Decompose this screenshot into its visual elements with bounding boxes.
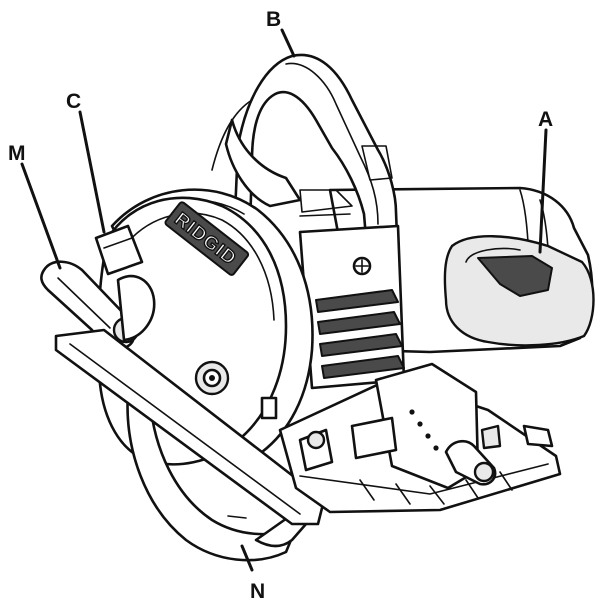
base-plate	[54, 328, 562, 526]
callout-labels: B A C M N	[8, 8, 553, 603]
leader-m	[20, 162, 62, 270]
leader-a	[538, 128, 548, 254]
depth-knob	[94, 224, 156, 342]
label-n: N	[250, 580, 265, 603]
leader-c	[78, 110, 106, 234]
label-b: B	[266, 8, 281, 31]
leader-n	[240, 544, 254, 572]
leader-b	[280, 28, 296, 58]
label-a: A	[538, 108, 553, 131]
gear-housing-fins	[298, 224, 406, 390]
rear-handle-grip	[443, 235, 595, 347]
label-m: M	[8, 142, 26, 165]
callout-leaders	[20, 28, 548, 572]
label-c: C	[66, 90, 81, 113]
